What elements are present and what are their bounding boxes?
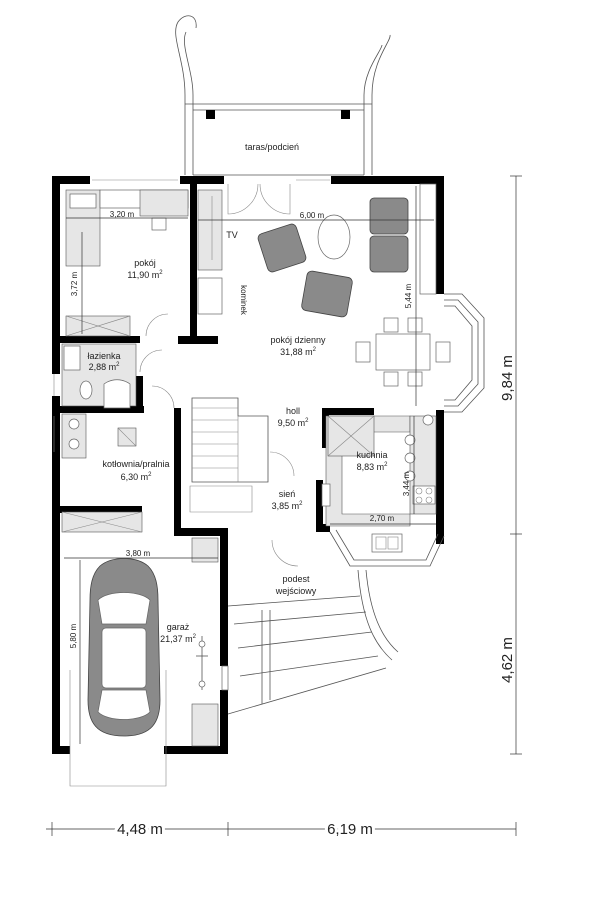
holl-label: holl (286, 406, 300, 416)
terrace: taras/podcień (175, 15, 391, 176)
doors (53, 179, 331, 691)
kitchen-bay (325, 414, 445, 567)
podest-label-2: wejściowy (275, 586, 317, 596)
garaz-label: garaż (167, 622, 190, 632)
kuchnia-label: kuchnia (356, 450, 387, 460)
kominek-label: kominek (239, 285, 248, 316)
bathroom-fixtures (61, 343, 163, 409)
dimension-labels: 3,20 m 3,72 m 6,00 m 5,44 m 2,70 m 3,44 … (69, 210, 516, 841)
pokoj-furniture (65, 189, 189, 337)
dim-total-upper: 9,84 m (499, 355, 516, 401)
terrace-label: taras/podcień (245, 142, 299, 152)
walls (52, 176, 444, 754)
dim-pokoj-width: 3,20 m (110, 210, 135, 219)
living-furniture (197, 183, 451, 387)
pokoj-dzienny-area: 31,88 m2 (280, 347, 317, 357)
lazienka-area: 2,88 m2 (89, 362, 121, 372)
pokoj-label: pokój (134, 258, 156, 268)
dim-pokoj-depth: 3,72 m (70, 271, 79, 296)
dim-garaz-width: 3,80 m (126, 549, 151, 558)
garaz-area: 21,37 m2 (160, 634, 197, 644)
sien-label: sień (279, 489, 296, 499)
dim-garaz-depth: 5,80 m (69, 623, 78, 648)
entrance (227, 539, 399, 715)
dim-kuchnia-depth: 3,44 m (402, 471, 411, 496)
kuchnia-area: 8,83 m2 (357, 462, 389, 472)
kotlownia-label: kotłownia/pralnia (102, 459, 169, 469)
dim-bottom-right: 6,19 m (327, 821, 373, 838)
kotlownia-area: 6,30 m2 (121, 472, 153, 482)
exterior-dimensions (46, 175, 522, 836)
garage-fixtures (61, 511, 219, 787)
dim-dzienny-width: 6,00 m (300, 211, 325, 220)
lazienka-label: łazienka (87, 351, 120, 361)
dim-total-lower: 4,62 m (499, 637, 516, 683)
bay-window (444, 293, 485, 413)
podest-label-1: podest (282, 574, 310, 584)
room-labels: pokój 11,90 m2 łazienka 2,88 m2 kotłowni… (87, 230, 388, 644)
tv-label: TV (226, 230, 238, 240)
dim-dzienny-depth: 5,44 m (404, 283, 413, 308)
dim-bottom-left: 4,48 m (117, 821, 163, 838)
dim-kuchnia-width: 2,70 m (370, 514, 395, 523)
interior-dimensions (64, 186, 436, 744)
pokoj-dzienny-label: pokój dzienny (270, 335, 326, 345)
pokoj-area: 11,90 m2 (127, 270, 163, 280)
stairs (189, 397, 295, 513)
sien-area: 3,85 m2 (272, 501, 304, 511)
holl-area: 9,50 m2 (278, 418, 310, 428)
boiler-fixtures (61, 385, 175, 459)
